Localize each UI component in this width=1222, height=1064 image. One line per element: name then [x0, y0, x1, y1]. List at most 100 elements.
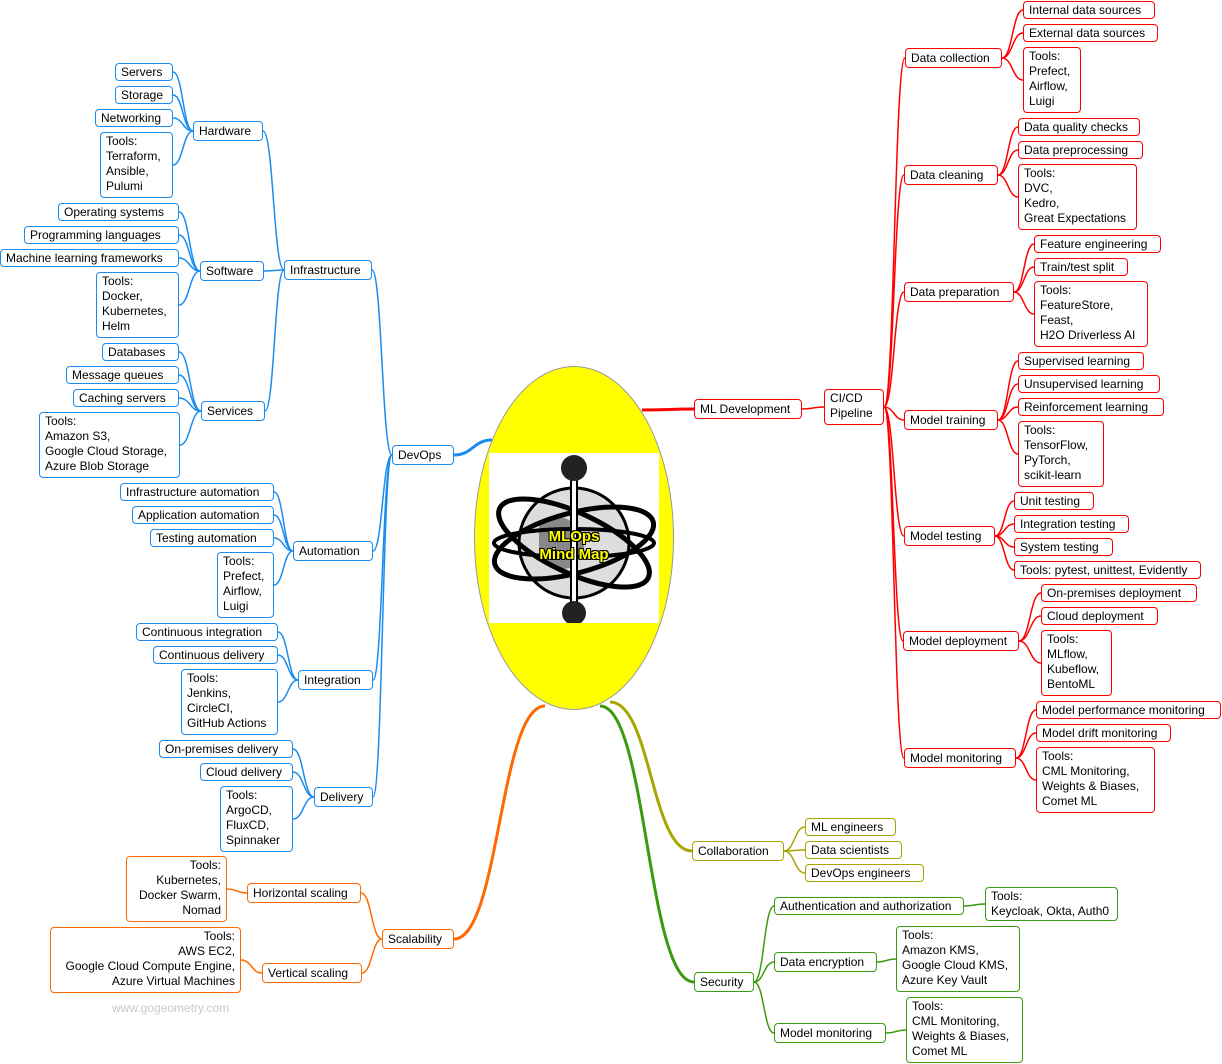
node-dpre[interactable]: Data preprocessing: [1018, 141, 1143, 159]
node-enc[interactable]: Data encryption: [774, 952, 877, 972]
node-external[interactable]: External data sources: [1023, 24, 1158, 42]
connector-infra-auto: [273, 491, 294, 552]
connector-md-tools: [1018, 640, 1042, 664]
node-security[interactable]: Security: [694, 972, 754, 992]
connector-databases: [178, 351, 202, 412]
node-secmon-tools[interactable]: Tools: CML Monitoring, Weights & Biases,…: [906, 997, 1023, 1063]
node-scalability[interactable]: Scalability: [382, 929, 454, 949]
globe-gyroscope-image: [489, 453, 659, 625]
node-hw-tools[interactable]: Tools: Terraform, Ansible, Pulumi: [100, 132, 173, 198]
connector-mldev: [641, 407, 695, 412]
connector-mq: [178, 374, 202, 412]
node-dcl-tools[interactable]: Tools: DVC, Kedro, Great Expectations: [1018, 164, 1137, 230]
node-automation[interactable]: Automation: [293, 541, 373, 561]
connector-sw-tools: [178, 270, 201, 306]
node-dataclean[interactable]: Data cleaning: [904, 165, 998, 185]
node-proglang[interactable]: Programming languages: [24, 226, 179, 244]
node-hscale[interactable]: Horizontal scaling: [247, 883, 361, 903]
node-dp-tools[interactable]: Tools: FeatureStore, Feast, H2O Driverle…: [1034, 281, 1148, 347]
connector-modeldeploy: [883, 406, 904, 642]
node-integ[interactable]: Integration testing: [1014, 515, 1129, 533]
node-onprem[interactable]: On-premises delivery: [159, 740, 293, 758]
node-collab[interactable]: Collaboration: [692, 841, 784, 861]
connector-del-tools: [292, 796, 315, 820]
node-cloud-d[interactable]: Cloud deployment: [1041, 607, 1158, 625]
node-software[interactable]: Software: [200, 261, 264, 281]
node-onprem-d[interactable]: On-premises deployment: [1041, 584, 1197, 602]
node-md-tools[interactable]: Tools: MLflow, Kubeflow, BentoML: [1041, 630, 1112, 696]
node-int-tools[interactable]: Tools: Jenkins, CircleCI, GitHub Actions: [181, 669, 278, 735]
node-dc-tools[interactable]: Tools: Prefect, Airflow, Luigi: [1023, 47, 1081, 113]
node-devopseng[interactable]: DevOps engineers: [805, 864, 924, 882]
node-test-auto[interactable]: Testing automation: [150, 529, 274, 547]
node-services[interactable]: Services: [201, 401, 265, 421]
node-svc-tools[interactable]: Tools: Amazon S3, Google Cloud Storage, …: [39, 412, 180, 478]
node-mle[interactable]: ML engineers: [805, 818, 896, 836]
node-ds[interactable]: Data scientists: [805, 841, 902, 859]
connector-cloud: [292, 771, 315, 798]
node-h-tools[interactable]: Tools: Kubernetes, Docker Swarm, Nomad: [126, 856, 227, 922]
node-v-tools[interactable]: Tools: AWS EC2, Google Cloud Compute Eng…: [50, 927, 241, 993]
node-os[interactable]: Operating systems: [58, 203, 179, 221]
node-modeltest[interactable]: Model testing: [904, 526, 995, 546]
connector-security: [599, 704, 695, 984]
node-reinf[interactable]: Reinforcement learning: [1018, 398, 1164, 416]
node-mldev[interactable]: ML Development: [694, 399, 802, 419]
node-auto-tools[interactable]: Tools: Prefect, Airflow, Luigi: [217, 552, 274, 618]
node-servers[interactable]: Servers: [115, 63, 173, 81]
node-ci[interactable]: Continuous integration: [136, 623, 278, 641]
node-vscale[interactable]: Vertical scaling: [262, 963, 362, 983]
node-drift[interactable]: Model drift monitoring: [1036, 724, 1171, 742]
node-mq[interactable]: Message queues: [66, 366, 179, 384]
connector-delivery: [372, 454, 393, 798]
node-datacoll[interactable]: Data collection: [905, 48, 1002, 68]
node-infra-auto[interactable]: Infrastructure automation: [120, 483, 274, 501]
connector-hscale: [360, 892, 383, 940]
node-sw-tools[interactable]: Tools: Docker, Kubernetes, Helm: [96, 272, 179, 338]
node-delivery[interactable]: Delivery: [314, 787, 373, 807]
node-hardware[interactable]: Hardware: [193, 121, 263, 141]
node-mm-tools[interactable]: Tools: CML Monitoring, Weights & Biases,…: [1036, 747, 1155, 813]
node-cicd[interactable]: CI/CD Pipeline: [824, 389, 884, 425]
node-devops[interactable]: DevOps: [392, 445, 454, 465]
node-enc-tools[interactable]: Tools: Amazon KMS, Google Cloud KMS, Azu…: [896, 926, 1020, 992]
node-authn[interactable]: Authentication and authorization: [774, 897, 964, 915]
node-unit[interactable]: Unit testing: [1014, 492, 1094, 510]
node-infra[interactable]: Infrastructure: [284, 260, 372, 280]
node-mlfw[interactable]: Machine learning frameworks: [0, 249, 179, 267]
node-caching[interactable]: Caching servers: [73, 389, 179, 407]
node-authn-tools[interactable]: Tools: Keycloak, Okta, Auth0: [985, 887, 1118, 921]
node-sys[interactable]: System testing: [1014, 538, 1113, 556]
node-dqc[interactable]: Data quality checks: [1018, 118, 1140, 136]
connector-modeltest: [883, 406, 905, 537]
connector-software: [263, 269, 285, 272]
node-secmon[interactable]: Model monitoring: [774, 1023, 886, 1043]
node-cd[interactable]: Continuous delivery: [153, 646, 278, 664]
node-mt-tools[interactable]: Tools: TensorFlow, PyTorch, scikit-learn: [1018, 421, 1104, 487]
node-del-tools[interactable]: Tools: ArgoCD, FluxCD, Spinnaker: [220, 786, 293, 852]
connector-servers: [172, 71, 194, 132]
node-perf[interactable]: Model performance monitoring: [1036, 701, 1221, 719]
connector-secmon: [753, 981, 775, 1034]
node-modelmon[interactable]: Model monitoring: [904, 748, 1016, 768]
connector-sup: [997, 360, 1019, 421]
node-internal[interactable]: Internal data sources: [1023, 1, 1155, 19]
node-modeltrain[interactable]: Model training: [904, 410, 998, 430]
node-modeldeploy[interactable]: Model deployment: [903, 631, 1019, 651]
node-fe[interactable]: Feature engineering: [1034, 235, 1161, 253]
node-tts[interactable]: Train/test split: [1034, 258, 1128, 276]
connector-enc-tools: [876, 958, 897, 963]
node-app-auto[interactable]: Application automation: [132, 506, 274, 524]
node-cloud[interactable]: Cloud delivery: [200, 763, 293, 781]
node-unsup[interactable]: Unsupervised learning: [1018, 375, 1160, 393]
node-mtest-tools[interactable]: Tools: pytest, unittest, Evidently: [1014, 561, 1201, 579]
node-networking[interactable]: Networking: [95, 109, 173, 127]
connector-int-tools: [277, 679, 299, 703]
node-sup[interactable]: Supervised learning: [1018, 352, 1144, 370]
node-databases[interactable]: Databases: [102, 343, 179, 361]
node-integration[interactable]: Integration: [298, 670, 373, 690]
node-dataprep[interactable]: Data preparation: [904, 282, 1014, 302]
connector-cloud-d: [1018, 615, 1042, 642]
node-storage[interactable]: Storage: [115, 86, 173, 104]
